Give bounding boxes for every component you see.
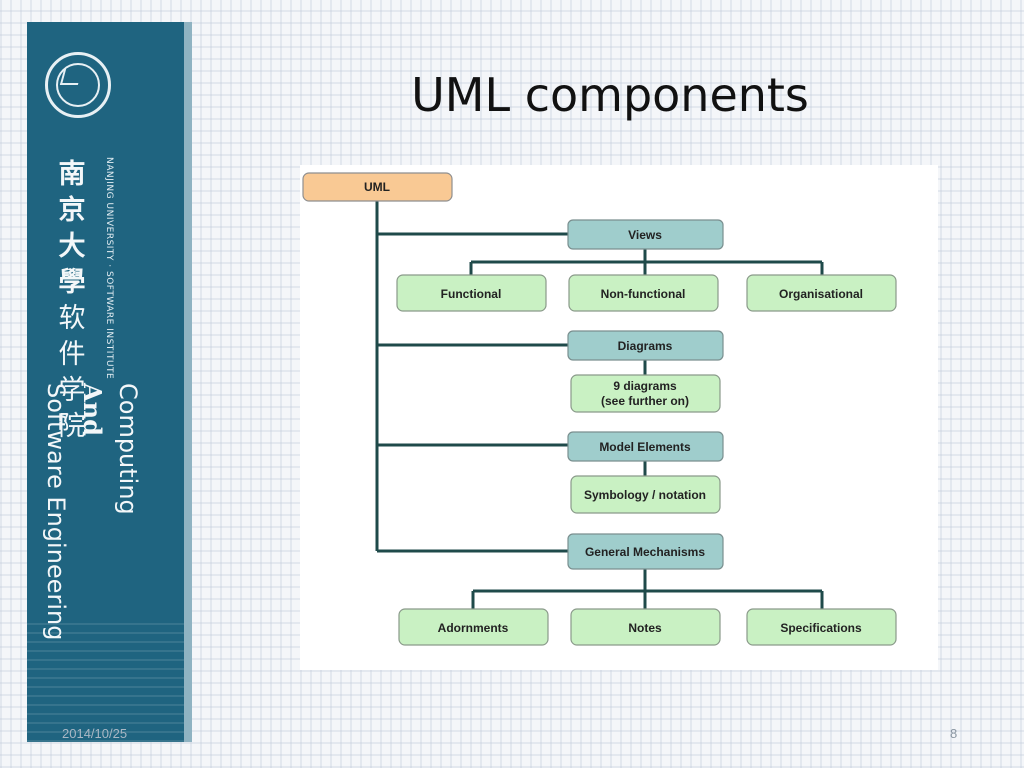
node-diagrams: Diagrams: [567, 330, 724, 361]
node-symbology: Symbology / notation: [570, 475, 721, 514]
node-notes: Notes: [570, 608, 721, 646]
node-nine-diagrams-line1: 9 diagrams: [613, 379, 677, 393]
node-specifications-label: Specifications: [780, 621, 862, 635]
node-functional: Functional: [396, 274, 547, 312]
slide-page-number: 8: [950, 726, 958, 741]
university-english-name: NANJING UNIVERSITY · SOFTWARE INSTITUTE: [104, 157, 114, 380]
slide-title: UML components: [411, 68, 809, 122]
node-organisational: Organisational: [746, 274, 897, 312]
node-adornments: Adornments: [398, 608, 549, 646]
node-symbology-label: Symbology / notation: [584, 488, 706, 502]
title-line-computing: Computing: [114, 383, 142, 515]
node-model-elements: Model Elements: [567, 431, 724, 462]
node-diagrams-label: Diagrams: [618, 339, 673, 353]
sidebar-vertical-title: Computing And Software Engineering: [38, 383, 146, 640]
slide-date: 2014/10/25: [62, 726, 128, 741]
university-seal-icon: [45, 52, 111, 118]
node-general-mechanisms: General Mechanisms: [567, 533, 724, 570]
node-non-functional: Non-functional: [568, 274, 719, 312]
title-line-and: And: [78, 383, 107, 436]
university-chinese-name: 南 京 大 學 软 件 学 院: [58, 159, 86, 442]
node-non-functional-label: Non-functional: [601, 287, 686, 301]
connectors: [375, 200, 824, 609]
node-organisational-label: Organisational: [779, 287, 863, 301]
node-uml-label: UML: [364, 180, 390, 194]
title-line-software-engineering: Software Engineering: [42, 383, 70, 641]
node-specifications: Specifications: [746, 608, 897, 646]
node-views: Views: [567, 219, 724, 250]
node-nine-diagrams: 9 diagrams (see further on): [570, 374, 721, 413]
node-general-mechanisms-label: General Mechanisms: [585, 545, 705, 559]
node-nine-diagrams-line2: (see further on): [601, 394, 689, 408]
node-functional-label: Functional: [441, 287, 502, 301]
node-uml: UML: [302, 172, 453, 202]
sidebar-banner: 南 京 大 學 软 件 学 院 NANJING UNIVERSITY · SOF…: [27, 22, 192, 742]
node-adornments-label: Adornments: [438, 621, 509, 635]
node-notes-label: Notes: [628, 621, 662, 635]
node-model-elements-label: Model Elements: [599, 440, 691, 454]
node-views-label: Views: [628, 228, 662, 242]
